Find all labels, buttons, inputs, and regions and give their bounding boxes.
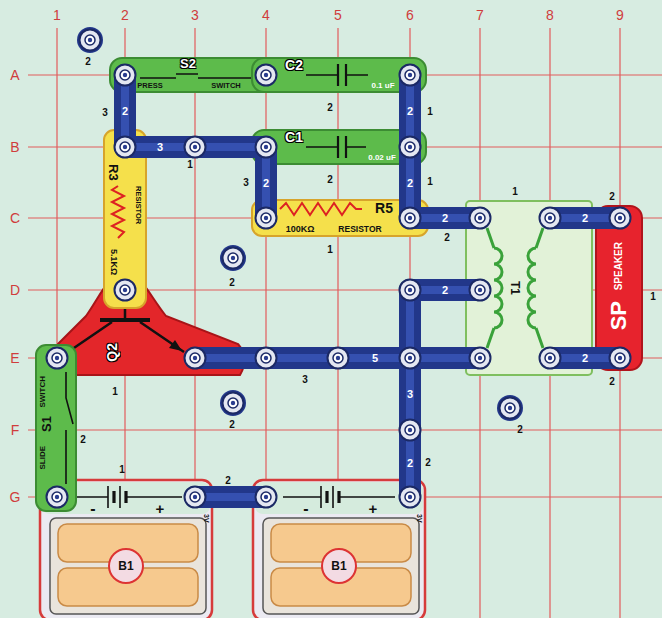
capacitor: C1 0.02 uF	[250, 128, 428, 166]
layer-number: 1	[187, 160, 193, 170]
grid-coordinate: B	[10, 140, 19, 154]
snap-wire	[125, 75, 620, 497]
part-label: RESISTOR	[338, 225, 381, 234]
layer-number: 2	[517, 425, 523, 435]
layer-number: 2	[327, 175, 333, 185]
grid-coordinate: E	[10, 351, 19, 365]
wire-length-number: 2	[407, 106, 413, 117]
part-label: -	[90, 501, 95, 517]
part-label: C1	[285, 130, 303, 144]
part-label: SWITCH	[211, 82, 241, 90]
wire-length-number: 2	[582, 353, 588, 364]
layer-number: 1	[112, 387, 118, 397]
speaker: SP SPEAKER	[594, 204, 644, 372]
part-label: +	[369, 501, 378, 516]
layer-number: 3	[302, 375, 308, 385]
wire-length-number: 2	[407, 178, 413, 189]
grid-coordinate: A	[10, 68, 19, 82]
grid-coordinate: 4	[262, 8, 270, 22]
layer-number: 1	[512, 187, 518, 197]
layer-number: 1	[427, 107, 433, 117]
part-label: R5	[375, 201, 393, 215]
part-label: S2	[180, 57, 196, 70]
part-label: PRESS	[137, 82, 162, 90]
grid-lines	[28, 28, 662, 618]
layer-number: 2	[229, 420, 235, 430]
resistor: R3RESISTOR 5.1KΩ	[102, 128, 148, 310]
grid-coordinate: 5	[334, 8, 342, 22]
capacitor: C2 0.1 uF	[250, 56, 428, 94]
layer-number: 1	[327, 245, 333, 255]
part-label: SP	[608, 301, 630, 330]
part-label: SLIDE	[39, 446, 47, 470]
wire-length-number: 3	[407, 389, 413, 400]
part-label: RESISTOR	[134, 186, 142, 224]
wire-length-number: 2	[442, 285, 448, 296]
grid-coordinate: C	[10, 211, 20, 225]
part-label: B1	[118, 560, 133, 572]
press-switch: S2PRESS SWITCH	[108, 56, 280, 94]
layer-number: 1	[650, 292, 656, 302]
speaker-body	[596, 206, 642, 370]
part-label: SWITCH	[39, 376, 47, 408]
wire-length-number: 5	[372, 353, 378, 364]
layer-number: 2	[80, 435, 86, 445]
transformer: T1	[465, 200, 593, 376]
layer-number: 2	[225, 476, 231, 486]
layer-number: 3	[243, 178, 249, 188]
layer-number: 3	[102, 108, 108, 118]
grid-coordinate: 1	[53, 8, 61, 22]
part-label: S1	[40, 416, 53, 432]
wire-length-number: 2	[407, 458, 413, 469]
part-label: 0.02 uF	[368, 154, 396, 162]
battery-holder: - +3V B1	[251, 478, 427, 618]
layer-number: 2	[609, 192, 615, 202]
grid-coordinate: 6	[406, 8, 414, 22]
part-label: 3V	[416, 514, 423, 523]
wire-length-number: 2	[263, 178, 269, 189]
part-label: B1	[331, 560, 346, 572]
resistor: R5 100KΩ RESISTOR	[250, 198, 430, 238]
part-label: Q2	[105, 343, 119, 362]
slide-switch-body	[36, 345, 76, 511]
part-label: +	[156, 501, 165, 516]
battery-holder	[40, 480, 212, 618]
part-label: C2	[285, 58, 303, 72]
wire-length-number: 2	[122, 106, 128, 117]
layer-number: 2	[444, 233, 450, 243]
part-label: T1	[509, 281, 521, 295]
part-label: 5.1KΩ	[109, 249, 118, 275]
layer-number: 2	[85, 57, 91, 67]
single-snap	[77, 27, 523, 421]
wire-length-number: 3	[157, 142, 163, 153]
grid-coordinate: F	[11, 423, 20, 437]
battery-holder: - +3V B1	[38, 478, 214, 618]
grid-coordinate: 2	[121, 8, 129, 22]
layer-number: 2	[425, 458, 431, 468]
part-label: -	[303, 501, 308, 517]
slide-switch: SLIDE S1 SWITCH	[35, 344, 77, 510]
transistor: Q2	[44, 270, 250, 380]
grid-coordinate: 3	[191, 8, 199, 22]
grid-coordinate: 9	[616, 8, 624, 22]
wire-length-number: 2	[442, 213, 448, 224]
part-label: SPEAKER	[614, 242, 624, 290]
snap-connector	[47, 30, 631, 508]
grid-coordinate: G	[10, 490, 21, 504]
layer-number: 1	[119, 465, 125, 475]
layer-number: 2	[327, 103, 333, 113]
layer-number: 2	[609, 377, 615, 387]
part-label: R3	[107, 164, 120, 181]
wire-length-number: 2	[582, 213, 588, 224]
battery-holder	[253, 480, 425, 618]
part-label: 3V	[203, 514, 210, 523]
part-label: 100KΩ	[286, 225, 315, 234]
grid-coordinate: 7	[476, 8, 484, 22]
part-label: 0.1 uF	[371, 82, 394, 90]
layer-number: 1	[427, 177, 433, 187]
grid-coordinate: D	[10, 283, 20, 297]
grid-coordinate: 8	[546, 8, 554, 22]
layer-number: 2	[229, 278, 235, 288]
